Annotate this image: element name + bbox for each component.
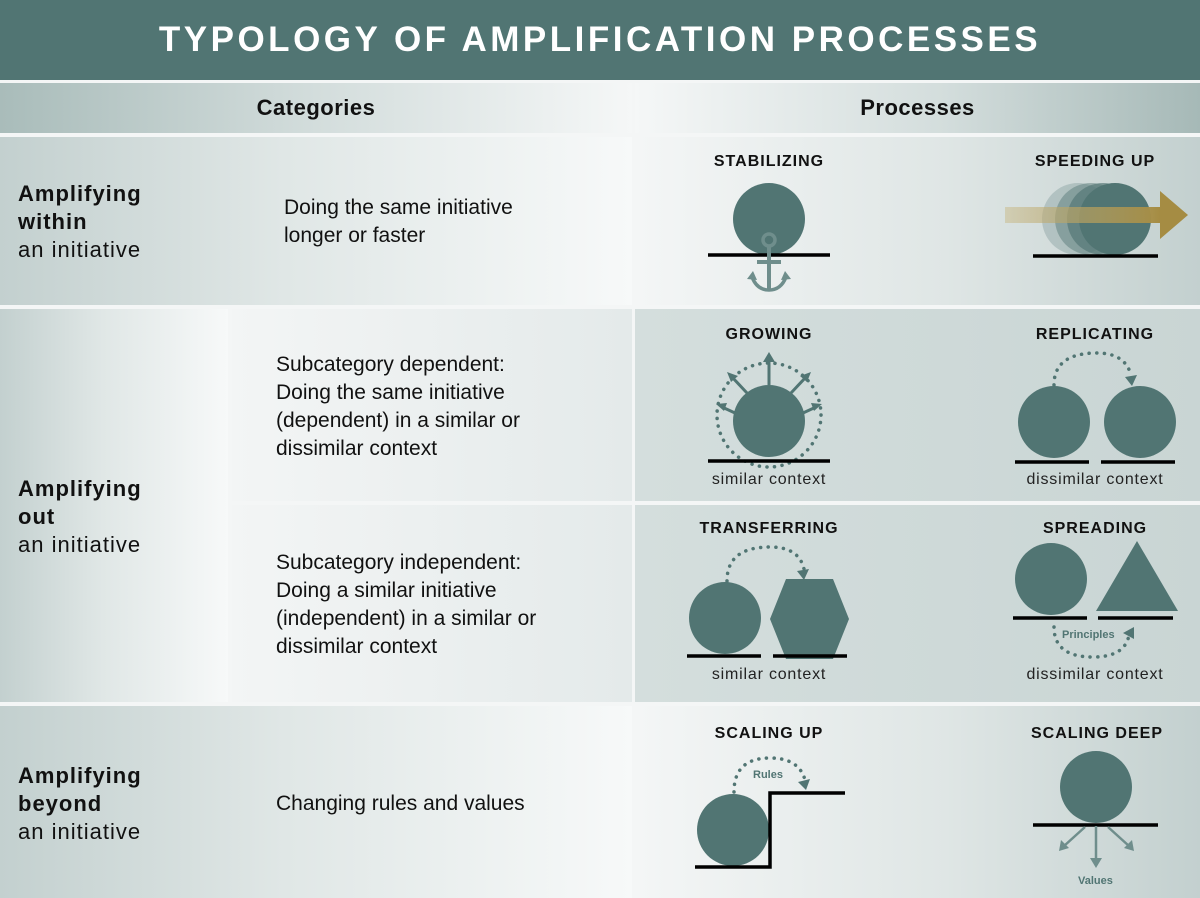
category-label-beyond: Amplifying beyond an initiative <box>18 762 142 846</box>
category-description-within: Doing the same initiative longer or fast… <box>284 194 513 250</box>
category-bold-line2: within <box>18 209 88 234</box>
category-rest: an initiative <box>18 532 142 557</box>
transferring-icon <box>687 545 849 659</box>
category-bold-line1: Amplifying <box>18 476 142 501</box>
process-title-spreading: SPREADING <box>1042 520 1148 537</box>
title-bar: TYPOLOGY OF AMPLIFICATION PROCESSES <box>0 0 1200 80</box>
description-line: Doing the same initiative <box>276 381 505 404</box>
context-label: similar context <box>711 471 827 488</box>
rules-label: Rules <box>753 769 783 781</box>
category-rest: an initiative <box>18 819 142 844</box>
process-title-scaling-up: SCALING UP <box>714 725 824 742</box>
anchor-icon <box>708 183 830 292</box>
process-title-replicating: REPLICATING <box>1035 326 1155 343</box>
processes-header: Processes <box>635 83 1200 133</box>
subcategory-dependent-description: Subcategory dependent: Doing the same in… <box>276 351 520 463</box>
process-title-scaling-deep: SCALING DEEP <box>1030 725 1163 742</box>
description-line: dissimilar context <box>276 635 438 658</box>
description-line: Changing rules and values <box>276 792 525 815</box>
category-bold-line1: Amplifying <box>18 763 142 788</box>
category-bold-line2: beyond <box>18 791 103 816</box>
description-line: Doing a similar initiative <box>276 579 497 602</box>
process-title-speeding-up: SPEEDING UP <box>1034 153 1156 170</box>
categories-header: Categories <box>0 83 632 133</box>
category-rest: an initiative <box>18 237 142 262</box>
category-bold-line2: out <box>18 504 56 529</box>
process-title-growing: GROWING <box>725 326 813 343</box>
row-independent-processes: TRANSFERRING similar context SPREADING P… <box>635 505 1200 702</box>
values-label: Values <box>1078 875 1113 887</box>
row-within-processes: STABILIZING SPEEDING UP <box>635 137 1200 305</box>
spreading-icon: Principles <box>1013 541 1178 659</box>
process-title-stabilizing: STABILIZING <box>713 153 825 170</box>
row-within-category: Amplifying within an initiative Doing th… <box>0 137 632 305</box>
scaling-deep-icon: Values <box>1033 751 1158 887</box>
description-line: dissimilar context <box>276 437 438 460</box>
row-beyond-processes: SCALING UP Rules SCALING DEEP Values <box>635 706 1200 898</box>
categories-header-label: Categories <box>256 95 376 120</box>
description-line: longer or faster <box>284 224 426 247</box>
principles-label: Principles <box>1062 629 1115 641</box>
process-title-transferring: TRANSFERRING <box>699 520 839 537</box>
category-bold-line1: Amplifying <box>18 181 142 206</box>
context-label: dissimilar context <box>1026 666 1164 683</box>
subcategory-independent-description: Subcategory independent: Doing a similar… <box>276 549 536 661</box>
page-title: TYPOLOGY OF AMPLIFICATION PROCESSES <box>158 20 1042 59</box>
category-description-beyond: Changing rules and values <box>276 790 525 818</box>
replicating-icon <box>1015 351 1176 464</box>
description-line: Subcategory dependent: <box>276 353 505 376</box>
description-line: (independent) in a similar or <box>276 607 537 630</box>
processes-header-label: Processes <box>860 95 975 120</box>
context-label: similar context <box>711 666 827 683</box>
description-line: Subcategory independent: <box>276 551 522 574</box>
row-out-category: Amplifying out an initiative <box>0 309 228 702</box>
context-label: dissimilar context <box>1026 471 1164 488</box>
speed-arrow-icon <box>1005 183 1188 258</box>
category-label-out: Amplifying out an initiative <box>18 475 142 559</box>
description-line: Doing the same initiative <box>284 196 513 219</box>
scaling-up-icon: Rules <box>695 756 845 869</box>
subcategory-independent: Subcategory independent: Doing a similar… <box>232 505 632 702</box>
row-beyond-category: Amplifying beyond an initiative Changing… <box>0 706 632 898</box>
category-label-within: Amplifying within an initiative <box>18 180 142 264</box>
growing-icon <box>708 352 830 469</box>
description-line: (dependent) in a similar or <box>276 409 520 432</box>
subcategory-dependent: Subcategory dependent: Doing the same in… <box>232 309 632 501</box>
row-dependent-processes: GROWING similar context REPLICATING diss… <box>635 309 1200 501</box>
